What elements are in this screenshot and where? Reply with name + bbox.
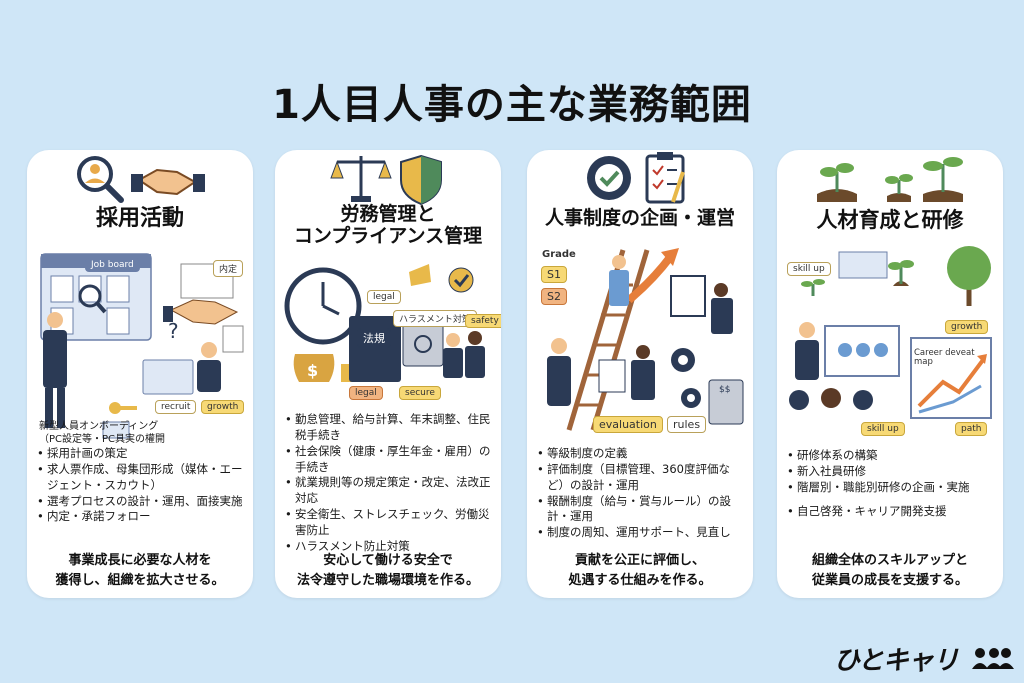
list-item: 就業規則等の規定策定・改定、法改正対応 [285,475,495,507]
recruitment-task-list: 新型人員オンボーディング （PC設定等・PC具実の權開 採用計画の策定 求人票作… [37,420,247,525]
card-recruitment: 採用活動 ? Job board 内定 recruit growth 新型人員オ… [27,150,253,598]
list-item: 新型人員オンボーディング [39,421,159,432]
list-item: 勤怠管理、給与計算、年末調整、住民税手続き [285,412,495,444]
card-training: 人材育成と研修 skill up growth Career deveat ma… [777,150,1003,598]
card-summary: 貢献を公正に評価し、 処遇する仕組みを作る。 [527,551,753,590]
card-title: 採用活動 [95,206,184,231]
card-summary: 組織全体のスキルアップと 従業員の成長を支援する。 [777,551,1003,590]
list-item: 報酬制度（給与・賞与ルール）の設計・運用 [537,494,747,526]
brand-logo: ひとキャリ [834,640,1014,677]
summary-line: 組織全体のスキルアップと [811,553,968,568]
card-title-line: コンプライアンス管理 [293,224,483,247]
s1-badge: S1 [541,266,567,283]
list-item: 社会保険（健康・厚生年金・雇用）の手続き [285,444,495,476]
list-item: ハラスメント防止対策 [285,539,495,555]
path-tag: path [955,422,988,436]
list-item: 新入社員研修 [787,464,997,480]
list-item: 内定・承諾フォロー [37,509,247,525]
page-title: 1人目人事の主な業務範囲 [272,82,752,128]
people-icon [972,648,1014,669]
card-summary: 事業成長に必要な人材を 獲得し、組織を拡大させる。 [27,551,253,590]
recruitment-icons [77,156,205,203]
list-item: 安全衛生、ストレスチェック、労働災害防止 [285,507,495,539]
secure-tag: secure [399,386,441,400]
plant-icon [885,174,913,202]
card-title: 労務管理と コンプライアンス管理 [275,203,501,248]
card-labor-compliance: 労務管理と コンプライアンス管理 $ legal ハラスメント対策 法規 saf… [275,150,501,598]
svg-text:?: ? [168,319,179,343]
card-title: 人事制度の企画・運営 [544,207,735,229]
recruitment-illustration: ? [40,253,244,439]
svg-text:$: $ [307,361,318,380]
summary-line: 従業員の成長を支援する。 [811,572,968,588]
skill-up-tag: skill up [861,422,905,436]
career-map-label: Career deveat map [914,348,975,368]
training-illustration [789,246,992,419]
list-item: 階層別・職能別研修の企画・実施 [787,480,997,496]
gear-check-icon [587,156,631,200]
training-task-list: 研修体系の構築 新入社員研修 階層別・職能別研修の企画・実施 自己啓発・キャリア… [787,448,997,519]
summary-line: 獲得し、組織を拡大させる。 [55,572,225,588]
card-title-line: 労務管理と [340,203,436,225]
list-item: 求人票作成、母集団形成（媒体・エージェント・スカウト） [37,462,247,494]
svg-text:$$: $$ [719,385,730,395]
card-hr-system: 人事制度の企画・運営 $$ Grade S1 S2 evaluation rul… [527,150,753,598]
hr-system-illustration: $$ [547,248,744,431]
list-item: 研修体系の構築 [787,448,997,464]
summary-line: 事業成長に必要な人材を [68,553,212,568]
growth-tag: growth [201,400,245,414]
checklist-icon [645,152,685,204]
handshake-icon [131,168,205,196]
logo-text: ひとキャリ [833,646,959,676]
job-board-label: Job board [85,258,140,272]
list-item: （PC設定等・PC具実の權開 [39,434,166,445]
card-title: 人材育成と研修 [816,208,964,232]
shield-icon [400,154,442,206]
rules-tag: rules [667,416,707,433]
labor-icons [330,154,442,206]
labor-task-list: 勤怠管理、給与計算、年末調整、住民税手続き 社会保険（健康・厚生年金・雇用）の手… [285,412,495,555]
magnifier-person-icon [77,156,124,203]
hr-system-icons [587,152,685,204]
s2-badge: S2 [541,288,567,305]
list-item: 制度の周知、運用サポート、見直し [537,525,747,541]
summary-line: 安心して働ける安全で [323,553,453,568]
sapling-icon [923,157,963,202]
list-item: 等級制度の定義 [537,446,747,462]
list-item: 評価制度（目標管理、360度評価など）の設計・運用 [537,462,747,494]
list-item: 採用計画の策定 [37,446,247,462]
summary-line: 貢献を公正に評価し、 [574,553,705,568]
hr-system-task-list: 等級制度の定義 評価制度（目標管理、360度評価など）の設計・運用 報酬制度（給… [537,446,747,541]
harassment-tag: ハラスメント対策 [393,310,477,327]
sprout-icon [817,163,857,202]
skill-up-tag: skill up [787,262,831,276]
list-item: 選考プロセスの設計・運用、面接実施 [37,494,247,510]
training-icons [817,157,963,202]
growth-tag: growth [945,320,989,334]
list-item: 自己啓発・キャリア開発支援 [787,504,997,520]
naitei-label: 内定 [213,260,244,277]
summary-line: 処遇する仕組みを作る。 [568,572,712,588]
legal-tag: legal [349,386,383,400]
evaluation-tag: evaluation [593,416,663,433]
safety-tag: safety [465,314,501,328]
scales-icon [330,156,392,202]
grade-label: Grade [537,248,581,261]
recruit-tag: recruit [155,400,197,414]
card-summary: 安心して働ける安全で 法令遵守した職場環境を作る。 [275,551,501,590]
legal-tag: legal [367,290,401,304]
summary-line: 法令遵守した職場環境を作る。 [296,572,479,588]
hoki-label: 法規 [357,328,391,348]
